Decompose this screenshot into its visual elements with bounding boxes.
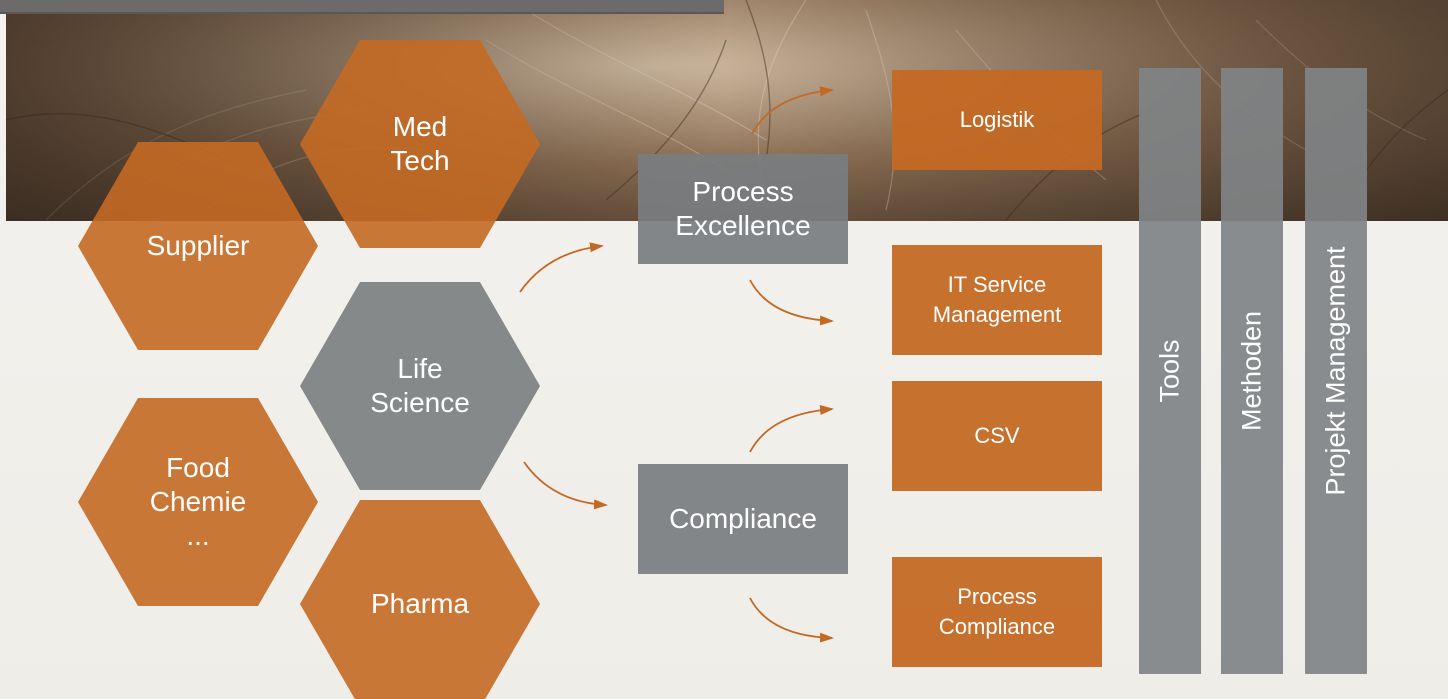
hex-medtech-label: Med Tech (390, 111, 450, 176)
service-it-service-management: IT Service Management (892, 245, 1102, 355)
area-process-excellence: Process Excellence (638, 154, 848, 264)
arrow-process-excellence-to-it-service (749, 279, 834, 326)
service-csv: CSV (892, 381, 1102, 491)
top-strip (0, 0, 724, 14)
arrow-compliance-to-process-compliance (749, 597, 834, 643)
hex-food-chemie-label: Food Chemie ... (149, 452, 247, 551)
arrow-life-science-to-compliance (523, 461, 608, 510)
arrow-life-science-to-process-excellence (519, 242, 604, 293)
pillar-methoden: Methoden (1221, 68, 1283, 674)
area-compliance: Compliance (638, 464, 848, 574)
pillar-projekt-management: Projekt Management (1305, 68, 1367, 674)
hex-supplier-label: Supplier (146, 230, 250, 261)
hex-life-science-label: Life Science (370, 353, 470, 418)
service-logistik-label: Logistik (959, 107, 1035, 132)
service-process-compliance: Process Compliance (892, 557, 1102, 667)
arrow-compliance-to-csv (749, 404, 834, 453)
service-it-service-management-label: IT Service Management (932, 272, 1062, 327)
area-compliance-label: Compliance (669, 503, 817, 534)
hex-pharma-label: Pharma (370, 588, 470, 619)
arrow-process-excellence-to-logistik (751, 86, 834, 135)
service-csv-label: CSV (974, 423, 1020, 448)
area-process-excellence-label: Process Excellence (675, 176, 811, 241)
service-logistik: Logistik (892, 70, 1102, 170)
service-process-compliance-label: Process Compliance (938, 584, 1056, 639)
pillar-tools: Tools (1139, 68, 1201, 674)
